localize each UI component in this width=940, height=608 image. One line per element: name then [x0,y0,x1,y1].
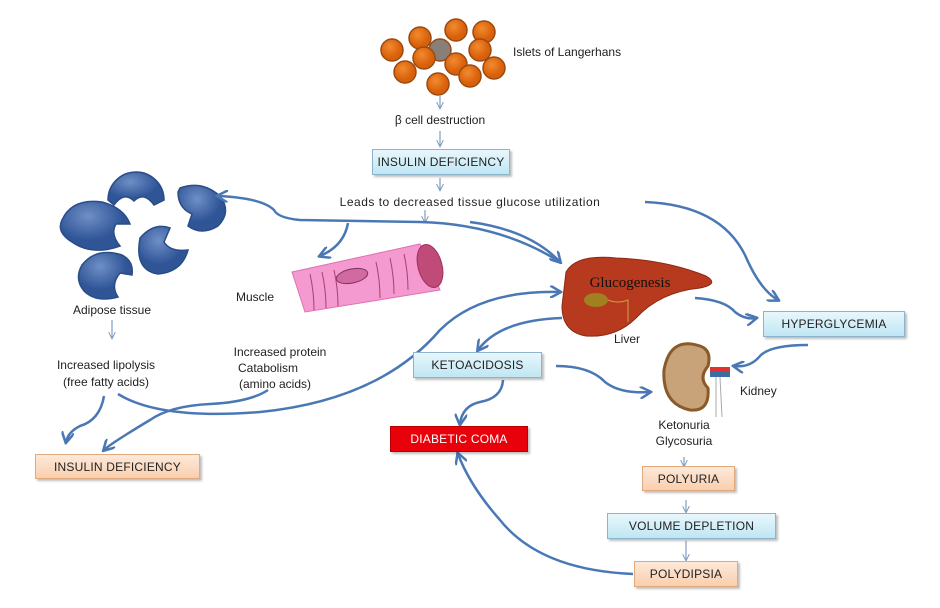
lipolysis-label-2: (free fatty acids) [62,375,150,389]
ketoacidosis-box: KETOACIDOSIS [413,352,542,378]
muscle-label: Muscle [236,290,275,304]
glycosuria-label: Glycosuria [655,434,713,448]
protein-label-2: Catabolism [237,361,299,375]
flow-arrows [66,196,809,576]
diabetic-coma-box: DIABETIC COMA [390,426,528,452]
ketonuria-label: Ketonuria [658,418,710,432]
hyperglycemia-box: HYPERGLYCEMIA [763,311,905,337]
adipose-tissue-illustration [59,171,227,300]
thin-arrows [112,96,686,560]
kidney-label: Kidney [740,384,777,398]
volume-depletion-box: VOLUME DEPLETION [607,513,776,539]
insulin-deficiency-top-box: INSULIN DEFICIENCY [372,149,510,175]
beta-cell-destruction-label: β cell destruction [394,113,486,127]
polydipsia-box: POLYDIPSIA [634,561,738,587]
liver-label: Liver [613,332,641,346]
glucogenesis-label: Glucogenesis [589,275,671,291]
polyuria-box: POLYURIA [642,466,735,491]
protein-label-3: (amino acids) [238,377,312,391]
islets-of-langerhans-illustration [380,18,506,96]
adipose-tissue-label: Adipose tissue [72,303,152,317]
islets-label: Islets of Langerhans [513,45,622,59]
liver-illustration [561,256,713,337]
muscle-illustration [291,243,444,313]
insulin-deficiency-left-box: INSULIN DEFICIENCY [35,454,200,479]
leads-label: Leads to decreased tissue glucose utiliz… [339,195,601,209]
lipolysis-label-1: Increased lipolysis [56,358,156,372]
kidney-illustration [662,342,730,418]
protein-label-1: Increased protein [233,345,327,359]
